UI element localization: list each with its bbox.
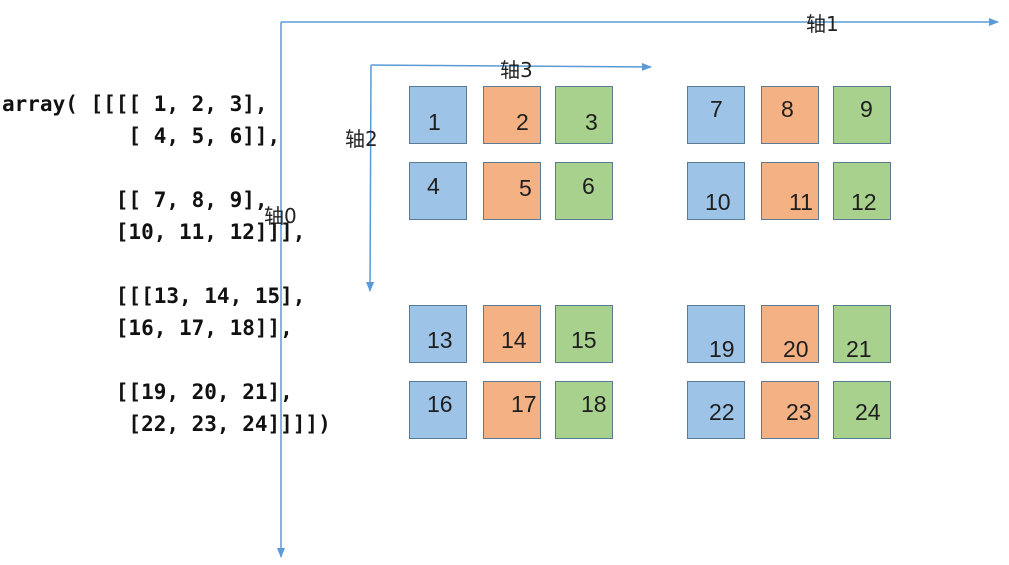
cell-value: 16 bbox=[427, 391, 453, 417]
code-line: array( [[[[ 1, 2, 3], bbox=[2, 92, 268, 116]
cell-value: 14 bbox=[501, 327, 527, 353]
array-cell: 21 bbox=[833, 305, 891, 363]
array-cell: 14 bbox=[483, 305, 541, 363]
array-cell: 22 bbox=[687, 381, 745, 439]
cell-value: 13 bbox=[427, 327, 453, 353]
array-cell: 16 bbox=[409, 381, 467, 439]
code-line: [[19, 20, 21], bbox=[2, 380, 293, 404]
array-cell: 19 bbox=[687, 305, 745, 363]
array-cell: 24 bbox=[833, 381, 891, 439]
array-cell: 6 bbox=[555, 162, 613, 220]
array-cell: 11 bbox=[761, 162, 819, 220]
axis2-label: 轴2 bbox=[345, 127, 378, 151]
cell-value: 11 bbox=[789, 189, 813, 215]
array-cell: 4 bbox=[409, 162, 467, 220]
array-cell: 17 bbox=[483, 381, 541, 439]
cell-value: 5 bbox=[519, 175, 532, 201]
cell-value: 22 bbox=[709, 399, 735, 425]
axis0-label: 轴0 bbox=[264, 204, 297, 228]
array-cell: 7 bbox=[687, 86, 745, 144]
cell-value: 1 bbox=[428, 109, 441, 135]
cell-value: 20 bbox=[783, 336, 809, 362]
array-cell: 10 bbox=[687, 162, 745, 220]
array-cell: 3 bbox=[555, 86, 613, 144]
code-line: [ 4, 5, 6]], bbox=[2, 124, 281, 148]
cell-value: 21 bbox=[846, 336, 872, 362]
code-line: [22, 23, 24]]]]) bbox=[2, 412, 331, 436]
array-code-block: array( [[[[ 1, 2, 3], [ 4, 5, 6]], [[ 7,… bbox=[2, 88, 331, 440]
cell-value: 8 bbox=[781, 96, 794, 122]
array-cell: 9 bbox=[833, 86, 891, 144]
array-cell: 1 bbox=[409, 86, 467, 144]
cell-value: 15 bbox=[571, 327, 597, 353]
array-cell: 2 bbox=[483, 86, 541, 144]
array-cell: 23 bbox=[761, 381, 819, 439]
cell-value: 9 bbox=[860, 96, 873, 122]
cell-value: 3 bbox=[585, 109, 598, 135]
array-cell: 15 bbox=[555, 305, 613, 363]
axis1-label: 轴1 bbox=[806, 12, 839, 36]
cell-value: 6 bbox=[582, 173, 595, 199]
cell-value: 10 bbox=[705, 189, 731, 215]
cell-value: 2 bbox=[516, 109, 529, 135]
cell-value: 4 bbox=[427, 173, 440, 199]
code-line: [10, 11, 12]]], bbox=[2, 220, 306, 244]
axis3-label: 轴3 bbox=[500, 58, 533, 82]
code-line: [[[13, 14, 15], bbox=[2, 284, 306, 308]
code-line: [[ 7, 8, 9], bbox=[2, 188, 268, 212]
array-cell: 13 bbox=[409, 305, 467, 363]
array-cell: 20 bbox=[761, 305, 819, 363]
cell-value: 18 bbox=[581, 391, 607, 417]
array-cell: 12 bbox=[833, 162, 891, 220]
array-cell: 5 bbox=[483, 162, 541, 220]
cell-value: 12 bbox=[851, 189, 877, 215]
array-cell: 8 bbox=[761, 86, 819, 144]
array-cell: 18 bbox=[555, 381, 613, 439]
axis3-arrow bbox=[370, 62, 652, 71]
axis2-arrow bbox=[366, 64, 375, 292]
cell-value: 23 bbox=[786, 399, 812, 425]
cell-value: 7 bbox=[710, 96, 723, 122]
cell-value: 24 bbox=[855, 399, 881, 425]
code-line: [16, 17, 18]], bbox=[2, 316, 293, 340]
cell-value: 17 bbox=[511, 391, 537, 417]
cell-value: 19 bbox=[709, 336, 735, 362]
